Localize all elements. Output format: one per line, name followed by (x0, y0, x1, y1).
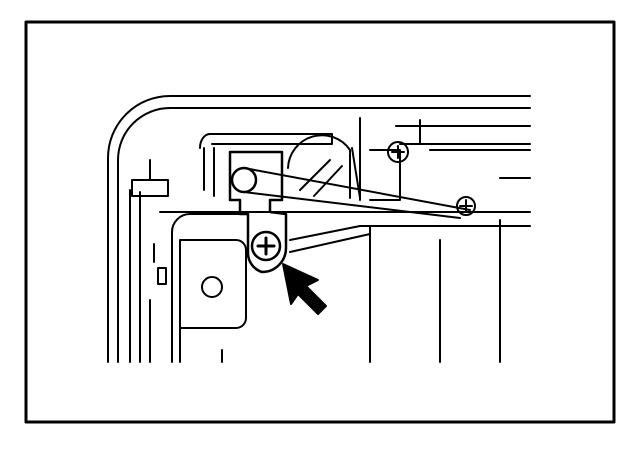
screw-right (456, 196, 476, 216)
screw-top (387, 141, 409, 163)
chassis-frame (159, 211, 531, 363)
screw (250, 230, 282, 262)
hinge-clip (228, 150, 471, 274)
bracket-hole (201, 276, 223, 298)
hinge-bracket (171, 213, 249, 363)
case-corner (107, 95, 531, 363)
top-mechanism (199, 117, 531, 201)
left-studs (131, 159, 169, 285)
outer-border (24, 20, 616, 424)
arrow-icon (282, 263, 327, 315)
